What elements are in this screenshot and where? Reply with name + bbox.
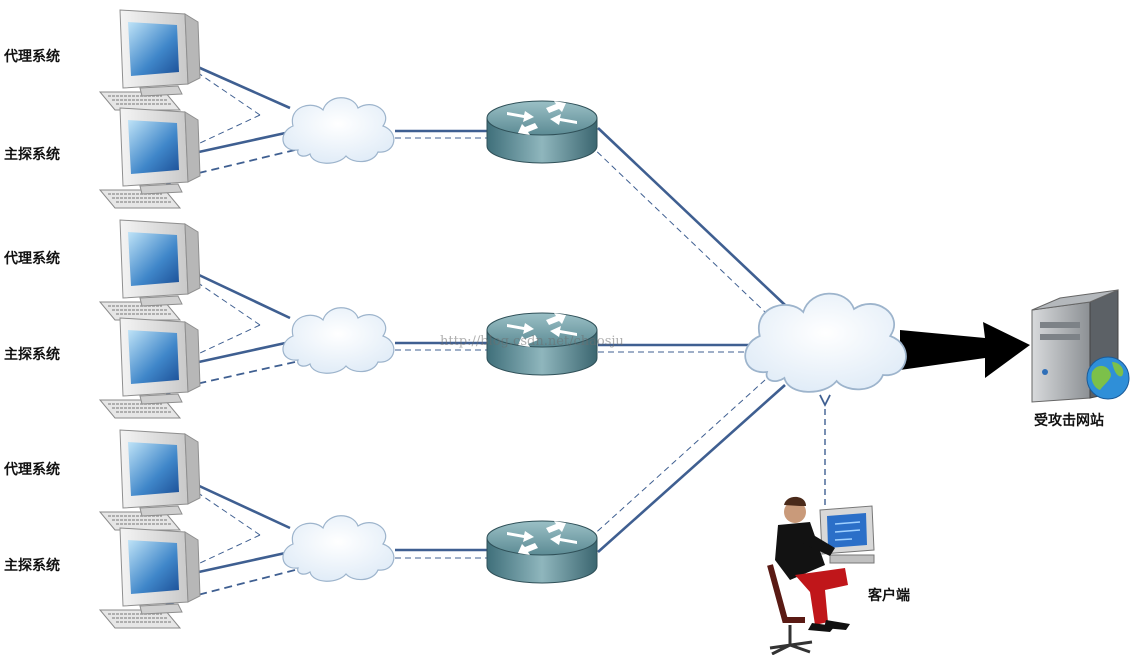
cloud-3 (282, 515, 395, 582)
client-label: 客户端 (868, 588, 910, 604)
agent-system-label-1: 代理系统 (4, 49, 60, 65)
attack-arrow (900, 322, 1030, 378)
router-to-internet-links (589, 127, 786, 553)
server-icon (1031, 289, 1130, 403)
master-computer-1 (99, 107, 201, 209)
victim-site-label: 受攻击网站 (1034, 413, 1104, 429)
group-3-links (178, 478, 488, 609)
router-1 (486, 100, 598, 164)
agent-system-label-3: 代理系统 (4, 462, 60, 478)
master-computer-2 (99, 317, 201, 419)
master-computer-3 (99, 527, 201, 629)
internet-cloud (744, 292, 907, 393)
agent-computer-3 (99, 429, 201, 531)
watermark-text: http://blog.csdn.net/chaosju (440, 334, 624, 349)
cloud-1 (282, 97, 395, 164)
cloud-2 (282, 307, 395, 374)
client-workstation-icon (767, 496, 875, 655)
master-system-label-2: 主探系统 (4, 347, 60, 363)
master-system-label-1: 主探系统 (4, 147, 60, 163)
router-3 (486, 520, 598, 584)
agent-computer-1 (99, 9, 201, 111)
master-system-label-3: 主探系统 (4, 558, 60, 574)
agent-system-label-2: 代理系统 (4, 251, 60, 267)
agent-computer-2 (99, 219, 201, 321)
